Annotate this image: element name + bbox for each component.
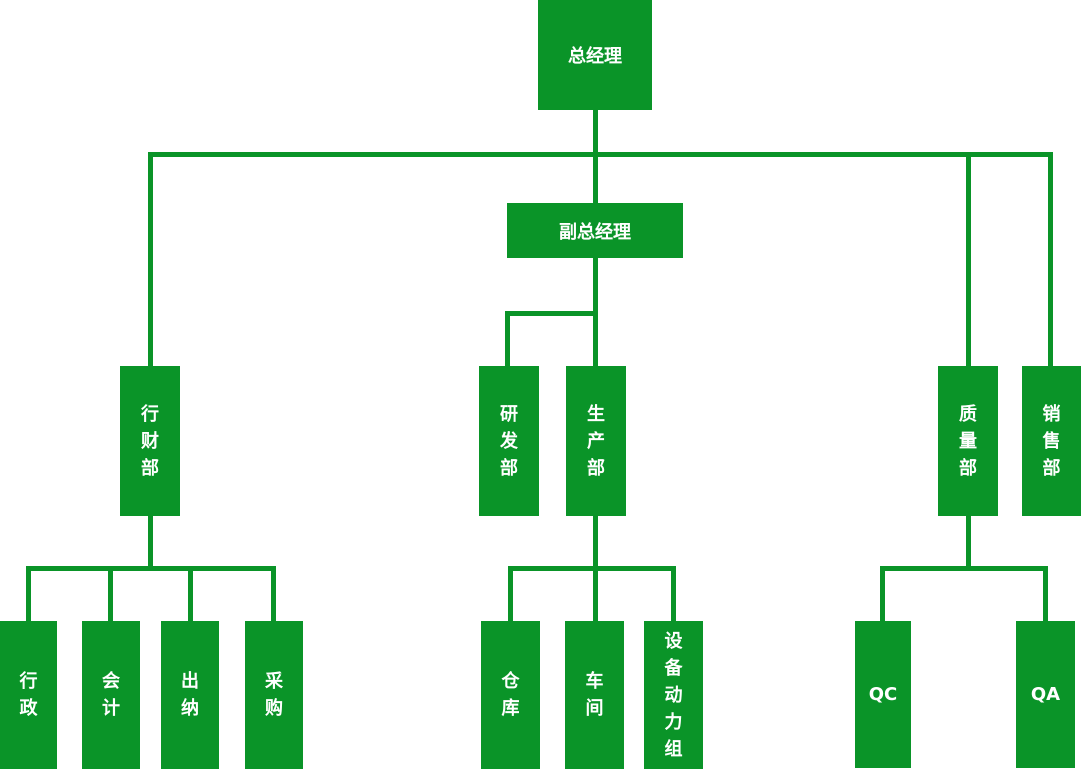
workshop-label: 车间	[585, 671, 604, 719]
connector-drop-finance	[148, 152, 153, 366]
org-node-deputy-general-manager: 副总经理	[507, 203, 683, 258]
org-node-admin: 行政	[0, 621, 57, 769]
warehouse-label: 仓库	[501, 671, 520, 719]
production-dept-label: 生产部	[587, 403, 605, 479]
connector-drop-quality	[966, 152, 971, 366]
connector-drop-sales	[1048, 152, 1053, 366]
org-node-quality-dept: 质量部	[938, 366, 998, 516]
org-node-warehouse: 仓库	[481, 621, 540, 769]
org-node-qc: QC	[855, 621, 911, 768]
org-node-production-dept: 生产部	[566, 366, 626, 516]
quality-bracket-horizontal	[880, 566, 1048, 571]
org-node-finance-admin-dept: 行财部	[120, 366, 180, 516]
purchasing-label: 采购	[265, 671, 283, 719]
finance-bracket-vertical	[148, 516, 153, 571]
admin-label: 行政	[19, 671, 38, 719]
rd-dept-label: 研发部	[500, 403, 518, 479]
finance-bracket-horizontal	[26, 566, 276, 571]
general-manager-label: 总经理	[568, 46, 622, 67]
connector-drop-cashier	[188, 566, 193, 621]
production-bracket-horizontal	[508, 566, 676, 571]
connector-drop-qc	[880, 566, 885, 621]
deputy-general-manager-label: 副总经理	[559, 221, 631, 243]
production-bracket-vertical	[593, 516, 598, 571]
org-node-equipment-power-team: 设备动力组	[644, 621, 703, 769]
quality-bracket-vertical	[966, 516, 971, 571]
quality-dept-label: 质量部	[959, 403, 977, 479]
connector-drop-warehouse	[508, 566, 513, 621]
qc-label: QC	[868, 684, 898, 705]
org-node-sales-dept: 销售部	[1022, 366, 1081, 516]
cashier-label: 出纳	[181, 671, 199, 719]
connector-drop-workshop	[593, 566, 598, 621]
org-node-cashier: 出纳	[161, 621, 219, 769]
qa-label: QA	[1030, 684, 1061, 705]
accounting-label: 会计	[102, 671, 120, 719]
connector-elbow-horizontal	[505, 311, 598, 316]
org-node-workshop: 车间	[565, 621, 624, 769]
connector-drop-equipment	[671, 566, 676, 621]
finance-admin-dept-label: 行财部	[141, 403, 159, 479]
org-node-purchasing: 采购	[245, 621, 303, 769]
org-node-accounting: 会计	[82, 621, 140, 769]
connector-drop-qa	[1043, 566, 1048, 621]
org-node-qa: QA	[1016, 621, 1075, 768]
connector-main-rail	[148, 152, 1053, 157]
org-node-general-manager: 总经理	[538, 0, 652, 110]
connector-drop-admin	[26, 566, 31, 621]
connector-drop-accounting	[108, 566, 113, 621]
connector-drop-rd	[505, 311, 510, 366]
org-node-rd-dept: 研发部	[479, 366, 539, 516]
sales-dept-label: 销售部	[1042, 403, 1061, 479]
equipment-power-team-label: 设备动力组	[664, 630, 683, 760]
connector-drop-purchasing	[271, 566, 276, 621]
